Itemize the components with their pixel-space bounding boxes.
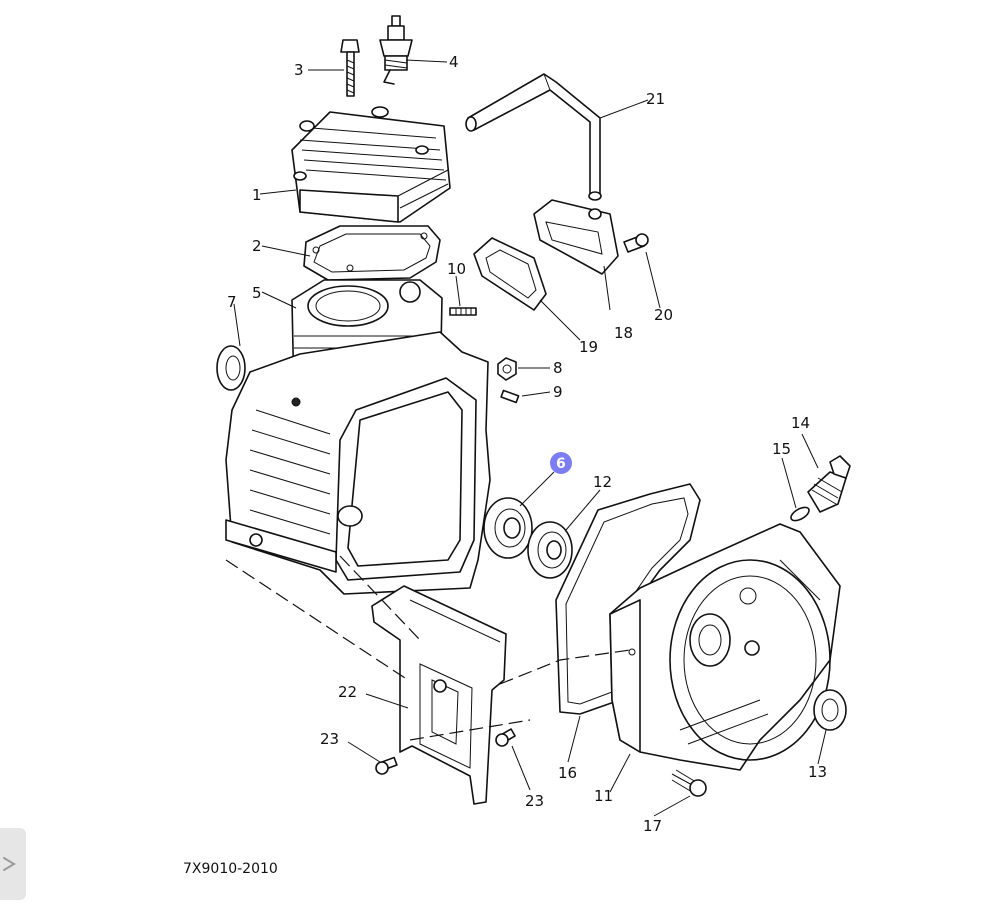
oil-plug-drawing bbox=[790, 455, 851, 522]
cover-bolt-drawing bbox=[671, 769, 707, 797]
dowel-pin-drawing bbox=[500, 389, 520, 404]
crankcase-cover-drawing bbox=[609, 523, 841, 771]
part-19-label[interactable]: 19 bbox=[579, 338, 598, 356]
part-17-label[interactable]: 17 bbox=[643, 817, 662, 835]
breather-gasket-drawing bbox=[473, 237, 547, 311]
head-gasket-drawing bbox=[303, 225, 441, 281]
breather-cover-drawing bbox=[533, 199, 619, 275]
part-4-label[interactable]: 4 bbox=[449, 53, 459, 71]
highlight-marker bbox=[550, 452, 572, 474]
crankcase-drawing bbox=[225, 331, 491, 595]
part-16-label[interactable]: 16 bbox=[558, 764, 577, 782]
part-23b-label[interactable]: 23 bbox=[525, 792, 544, 810]
part-labels: 3 4 1 2 5 7 10 8 9 21 20 18 19 6 12 14 1… bbox=[227, 53, 827, 835]
cylinder-head-drawing bbox=[291, 106, 451, 223]
part-7-label[interactable]: 7 bbox=[227, 293, 237, 311]
stud-drawing bbox=[449, 307, 477, 316]
breather-screw-drawing bbox=[623, 233, 649, 253]
left-oil-seal-drawing bbox=[216, 345, 246, 391]
part-12-label[interactable]: 12 bbox=[593, 473, 612, 491]
part-3-label[interactable]: 3 bbox=[294, 61, 304, 79]
part-11-label[interactable]: 11 bbox=[594, 787, 613, 805]
bearings-drawing bbox=[483, 497, 573, 579]
right-oil-seal-drawing bbox=[813, 689, 847, 731]
part-8-label[interactable]: 8 bbox=[553, 359, 563, 377]
part-23a-label[interactable]: 23 bbox=[320, 730, 339, 748]
part-18-label[interactable]: 18 bbox=[614, 324, 633, 342]
part-22-label[interactable]: 22 bbox=[338, 683, 357, 701]
part-9-label[interactable]: 9 bbox=[553, 383, 563, 401]
diagram-code: 7X9010-2010 bbox=[183, 861, 278, 877]
part-15-label[interactable]: 15 bbox=[772, 440, 791, 458]
part-6-label[interactable]: 6 bbox=[556, 456, 566, 472]
part-21-label[interactable]: 21 bbox=[646, 90, 665, 108]
part-14-label[interactable]: 14 bbox=[791, 414, 810, 432]
part-1-label[interactable]: 1 bbox=[252, 186, 262, 204]
assembly-lines bbox=[225, 555, 631, 741]
part-2-label[interactable]: 2 bbox=[252, 237, 262, 255]
nut-drawing bbox=[497, 357, 517, 381]
part-20-label[interactable]: 20 bbox=[654, 306, 673, 324]
part-5-label[interactable]: 5 bbox=[252, 284, 262, 302]
breather-pipe-drawing bbox=[465, 73, 602, 201]
leader-lines bbox=[233, 59, 827, 817]
line-art bbox=[216, 15, 851, 805]
chevron-left-icon bbox=[3, 857, 16, 871]
side-panel-toggle[interactable] bbox=[0, 828, 26, 900]
baffle-plate-drawing bbox=[371, 585, 507, 805]
spark-plug-drawing bbox=[379, 15, 413, 85]
part-13-label[interactable]: 13 bbox=[808, 763, 827, 781]
part-10-label[interactable]: 10 bbox=[447, 260, 466, 278]
baffle-screws-drawing bbox=[375, 728, 516, 775]
bolt-drawing bbox=[340, 39, 360, 97]
